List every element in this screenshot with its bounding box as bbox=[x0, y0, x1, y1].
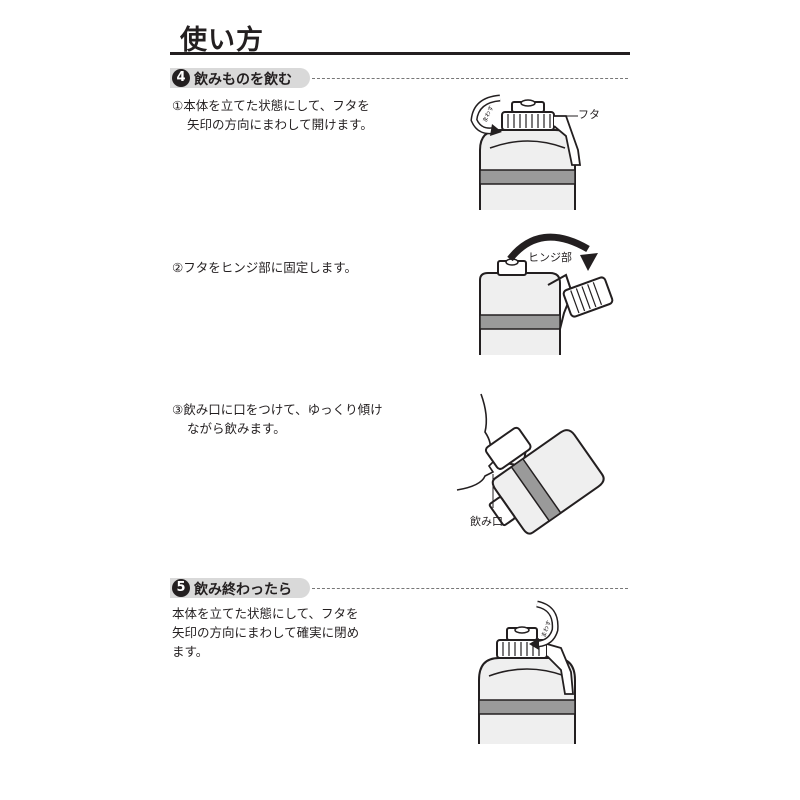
section-5-line-2: 矢印の方向にまわして確実に閉め bbox=[172, 625, 360, 640]
title-underline bbox=[170, 52, 630, 55]
section-4-header: 4 飲みものを飲む bbox=[170, 68, 630, 88]
step-2-line-1: フタをヒンジ部に固定します。 bbox=[183, 260, 357, 275]
step-1-text: ①本体を立てた状態にして、フタを 矢印の方向にまわして開けます。 bbox=[172, 96, 373, 134]
section-4-number: 4 bbox=[172, 69, 190, 87]
section-4-divider bbox=[312, 78, 628, 79]
section-5-divider bbox=[312, 588, 628, 589]
section-5-number: 5 bbox=[172, 579, 190, 597]
illustration-open-lid: まわす bbox=[470, 94, 582, 210]
section-4-pill bbox=[170, 68, 310, 88]
hinge-callout: ヒンジ部 bbox=[528, 251, 572, 264]
step-3-line-1: 飲み口に口をつけて、ゆっくり傾け bbox=[183, 402, 383, 417]
step-1-marker: ① bbox=[172, 98, 184, 113]
section-5-header: 5 飲み終わったら bbox=[170, 578, 630, 598]
section-5-line-1: 本体を立てた状態にして、フタを bbox=[172, 606, 359, 621]
section-4-label: 飲みものを飲む bbox=[194, 72, 292, 88]
step-1-line-2: 矢印の方向にまわして開けます。 bbox=[187, 117, 373, 132]
section-5-pill bbox=[170, 578, 310, 598]
illustration-drinking bbox=[456, 393, 605, 535]
section-5-text: 本体を立てた状態にして、フタを 矢印の方向にまわして確実に閉め ます。 bbox=[172, 604, 359, 661]
step-3-line-2: ながら飲みます。 bbox=[187, 421, 286, 436]
step-3-marker: ③ bbox=[172, 402, 184, 417]
lid-callout: フタ bbox=[578, 108, 600, 121]
section-5-label: 飲み終わったら bbox=[194, 582, 292, 598]
step-3-text: ③飲み口に口をつけて、ゆっくり傾け ながら飲みます。 bbox=[172, 400, 383, 438]
step-1-line-1: 本体を立てた状態にして、フタを bbox=[183, 98, 370, 113]
illustration-close-lid: まわす bbox=[478, 600, 576, 744]
step-2-text: ②フタをヒンジ部に固定します。 bbox=[172, 258, 357, 277]
illustration-hinge-lock bbox=[479, 233, 614, 355]
step-2-marker: ② bbox=[172, 260, 184, 275]
spout-callout: 飲み口 bbox=[470, 515, 503, 528]
page-title: 使い方 bbox=[180, 25, 264, 56]
section-5-line-3: ます。 bbox=[172, 644, 209, 659]
